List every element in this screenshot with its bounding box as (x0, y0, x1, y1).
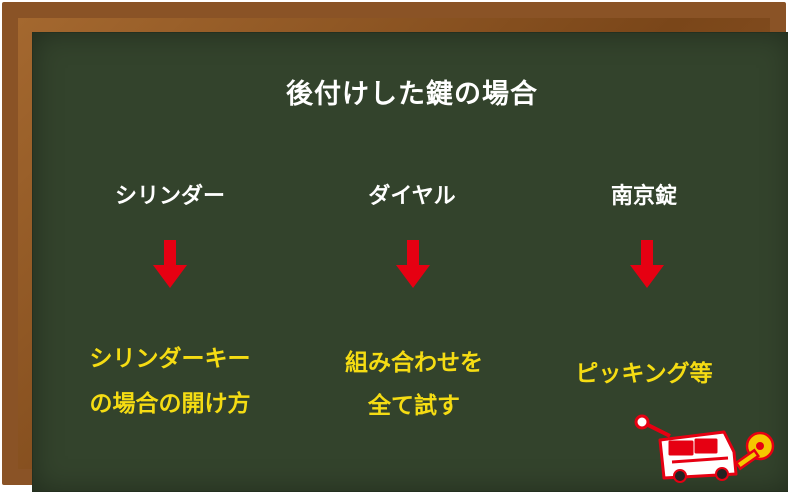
answer-dial: 組み合わせを 全て試す (294, 352, 534, 418)
answer-line: の場合の開け方 (89, 391, 251, 417)
column-heading-cylinder: シリンダー (114, 184, 225, 209)
answer-cylinder: シリンダーキー の場合の開け方 (50, 348, 290, 416)
answer-padlock: ピッキング等 (524, 363, 764, 386)
down-arrow-icon (153, 240, 187, 288)
answer-line: 全て試す (368, 393, 460, 419)
column-heading-padlock: 南京錠 (610, 184, 677, 209)
answer-line: シリンダーキー (89, 346, 251, 372)
down-arrow-icon (396, 240, 430, 288)
column-heading-dial: ダイヤル (368, 184, 456, 209)
down-arrow-icon (630, 240, 664, 288)
van-key-logo (634, 414, 775, 483)
answer-line: ピッキング等 (575, 361, 713, 387)
answer-line: 組み合わせを (345, 350, 483, 376)
board-title: 後付けした鍵の場合 (286, 79, 538, 110)
chalkboard: 後付けした鍵の場合 シリンダー シリンダーキー の場合の開け方 ダイヤル 組み合… (32, 32, 788, 492)
